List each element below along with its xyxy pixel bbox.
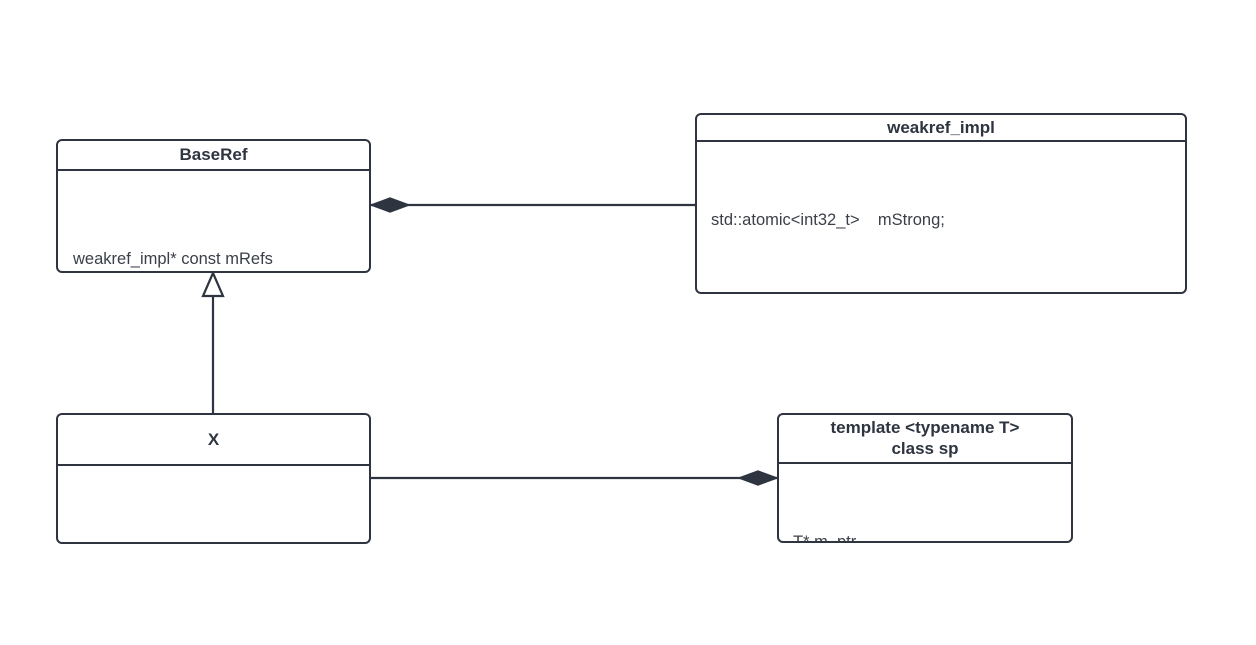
filled-diamond-icon [368,197,412,213]
class-attributes-sp: T* m_ptr [779,464,1071,541]
class-box-x[interactable]: X [56,413,371,544]
class-box-baseref[interactable]: BaseRef weakref_impl* const mRefs [56,139,371,273]
edge-x-to-baseref [201,270,225,413]
edge-weakref-to-baseref [368,197,695,213]
attribute-row: std::atomic<int32_t> mWeak; [711,287,1185,292]
attribute-row: T* m_ptr [793,529,1071,541]
class-attributes-baseref: weakref_impl* const mRefs [58,171,369,271]
attribute-row: weakref_impl* const mRefs [73,250,273,269]
class-box-weakref-impl[interactable]: weakref_impl std::atomic<int32_t> mStron… [695,113,1187,294]
class-name-baseref: BaseRef [58,141,369,171]
edge-x-to-sp [371,470,780,486]
class-name-x: X [58,415,369,466]
hollow-triangle-icon [201,270,225,298]
class-name-sp: template <typename T> class sp [779,415,1071,464]
class-name-weakref-impl: weakref_impl [697,115,1185,143]
filled-diamond-icon [736,470,780,486]
class-attributes-weakref-impl: std::atomic<int32_t> mStrong; std::atomi… [697,142,1185,292]
class-box-sp[interactable]: template <typename T> class sp T* m_ptr [777,413,1073,543]
class-attributes-x [58,466,369,542]
attribute-row: std::atomic<int32_t> mStrong; [711,210,945,229]
